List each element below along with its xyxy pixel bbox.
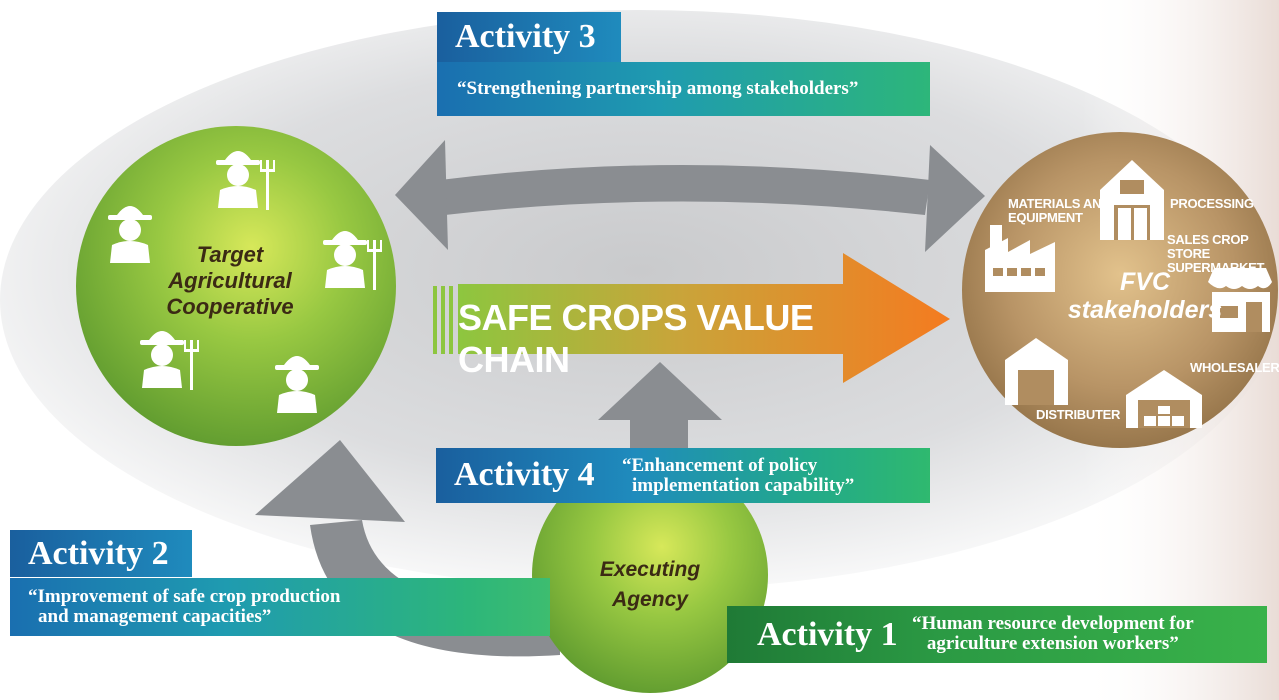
wholesaler-caption: WHOLESALER [1190, 360, 1279, 375]
fvc-label-line2: stakeholders [1067, 296, 1223, 324]
value-chain-label: SAFE CROPS VALUE CHAIN [458, 297, 814, 380]
fvc-label-line1: FVC [1120, 268, 1170, 296]
cooperative-label-line1: Target [196, 242, 264, 267]
activity-1-subtitle: “Human resource development for agricult… [912, 614, 1194, 654]
activity-1-subtitle-line2: agriculture extension workers” [926, 633, 1179, 654]
executing-agency-label: Executing Agency [560, 555, 740, 615]
factory-icon [985, 225, 1055, 292]
executing-agency-label-line1: Executing [599, 558, 701, 581]
activity-4-subtitle: “Enhancement of policy implementation ca… [622, 456, 854, 496]
barn-icon [1100, 160, 1164, 240]
activity-1-title: Activity 1 [757, 616, 898, 653]
warehouse-icon [1005, 338, 1068, 405]
activity-3-subtitle: “Strengthening partnership among stakeho… [437, 62, 930, 116]
activity-3-title: Activity 3 [437, 12, 621, 62]
activity-1-subtitle-line1: “Human resource development for [912, 613, 1194, 634]
activity-1-banner: Activity 1 “Human resource development f… [727, 606, 1267, 663]
executing-agency-circle [532, 457, 768, 693]
store-icon [1208, 268, 1272, 332]
activity-2-subtitle-line1: “Improvement of safe crop production [28, 586, 341, 607]
fvc-label: FVC stakeholders [1050, 268, 1240, 324]
sales-caption: SALES CROP STORE SUPERMARKET [1167, 233, 1279, 275]
activity-2-subtitle: “Improvement of safe crop production and… [10, 578, 550, 636]
materials-caption-line2: EQUIPMENT [1008, 210, 1083, 225]
materials-caption-line1: MATERIALS AND [1008, 196, 1111, 211]
partnership-double-arrow [395, 140, 985, 252]
activity-2-subtitle-line2: and management capacities” [38, 606, 272, 627]
activity-4-title: Activity 4 [454, 456, 595, 493]
activity-2-title: Activity 2 [10, 530, 192, 577]
sales-caption-line2: SUPERMARKET [1167, 260, 1265, 275]
cooperative-label-line3: Cooperative [166, 294, 294, 319]
activity-4-subtitle-line1: “Enhancement of policy [622, 455, 818, 476]
materials-caption: MATERIALS AND EQUIPMENT [1008, 196, 1111, 225]
activity-4-subtitle-line2: implementation capability” [632, 475, 855, 496]
cooperative-label: Target Agricultural Cooperative [150, 242, 310, 320]
activity-4-banner: Activity 4 “Enhancement of policy implem… [436, 448, 930, 503]
wholesaler-icon [1126, 370, 1202, 428]
value-chain-arrow [433, 253, 950, 383]
executing-agency-label-line2: Agency [612, 588, 688, 611]
cooperative-label-line2: Agricultural [168, 268, 292, 293]
sales-caption-line1: SALES CROP STORE [1167, 232, 1249, 261]
farmer-icon [108, 151, 382, 413]
processing-caption: PROCESSING [1170, 196, 1254, 211]
distributer-caption: DISTRIBUTER [1036, 407, 1121, 422]
